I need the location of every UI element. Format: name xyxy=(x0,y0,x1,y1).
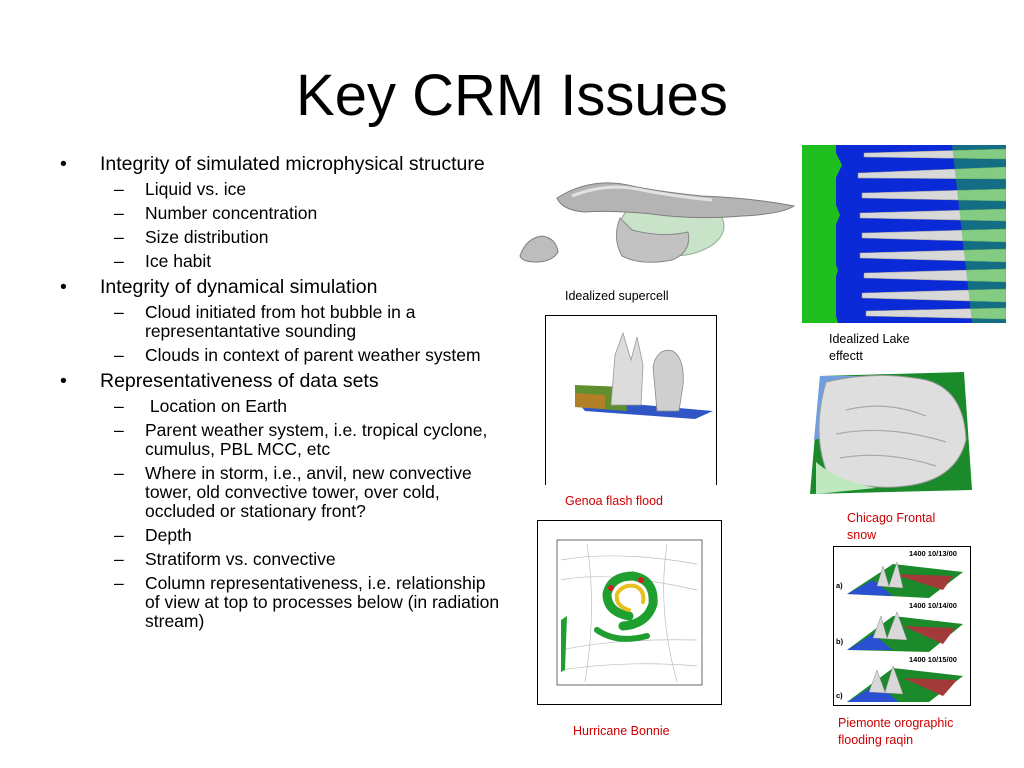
lake-effect-caption-line1: Idealized Lake xyxy=(829,332,910,346)
piemonte-caption-line2: flooding raqin xyxy=(838,733,914,747)
supercell-caption: Idealized supercell xyxy=(565,289,669,303)
piemonte-stamp-a: 1400 10/13/00 xyxy=(909,549,957,558)
sub-item: – Depth xyxy=(60,526,500,545)
sub-text: Liquid vs. ice xyxy=(145,179,247,199)
sub-item: – Parent weather system, i.e. tropical cy… xyxy=(60,421,500,459)
lake-effect-caption-line2: effectt xyxy=(829,349,863,363)
dash-mark: – xyxy=(114,345,124,365)
dash-mark: – xyxy=(114,302,124,322)
genoa-figure xyxy=(545,315,717,485)
sub-text: Ice habit xyxy=(145,251,212,271)
genoa-caption: Genoa flash flood xyxy=(565,494,663,508)
sub-text: Where in storm, i.e., anvil, new convect… xyxy=(145,463,472,521)
piemonte-panel-a xyxy=(847,561,963,598)
sub-text: Column representativeness, i.e. relation… xyxy=(145,573,500,631)
sub-item: – Number concentration xyxy=(60,204,500,223)
dash-mark: – xyxy=(114,396,124,416)
bullet-text: Representativeness of data sets xyxy=(100,370,379,392)
bullet-item: • Representativeness of data sets xyxy=(60,371,500,392)
dash-mark: – xyxy=(114,227,124,247)
sub-item: – Liquid vs. ice xyxy=(60,180,500,199)
sub-item: – Cloud initiated from hot bubble in a re… xyxy=(60,303,500,341)
sub-item: – Column representativeness, i.e. relatio… xyxy=(60,574,500,631)
sub-item: – Where in storm, i.e., anvil, new convec… xyxy=(60,464,500,521)
sub-text: Location on Earth xyxy=(145,396,288,416)
sub-text: Stratiform vs. convective xyxy=(145,549,336,569)
bullet-text: Integrity of dynamical simulation xyxy=(100,276,378,298)
chicago-caption-line1: Chicago Frontal xyxy=(847,511,936,525)
bullet-mark: • xyxy=(60,153,67,175)
piemonte-panel-c xyxy=(847,665,963,702)
sub-text: Parent weather system, i.e. tropical cyc… xyxy=(145,420,488,459)
bullet-item: • Integrity of simulated microphysical s… xyxy=(60,154,500,175)
piemonte-label-b: b) xyxy=(836,637,844,646)
bullet-item: • Integrity of dynamical simulation xyxy=(60,277,500,298)
bullet-text: Integrity of simulated microphysical str… xyxy=(100,153,485,175)
bullet-mark: • xyxy=(60,276,67,298)
sub-text: Clouds in context of parent weather syst… xyxy=(145,345,481,365)
sub-text: Cloud initiated from hot bubble in a rep… xyxy=(145,302,416,341)
piemonte-stamp-b: 1400 10/14/00 xyxy=(909,601,957,610)
slide-title: Key CRM Issues xyxy=(296,63,728,128)
piemonte-caption-line1: Piemonte orographic xyxy=(838,716,954,730)
dash-mark: – xyxy=(114,573,124,593)
piemonte-figure: 1400 10/13/00 1400 10/14/00 1400 10/15/0… xyxy=(833,546,971,706)
bullet-list: • Integrity of simulated microphysical s… xyxy=(60,148,500,631)
sub-text: Depth xyxy=(145,525,192,545)
sub-item: – Location on Earth xyxy=(60,397,500,416)
sub-item: – Stratiform vs. convective xyxy=(60,550,500,569)
hurricane-figure xyxy=(537,520,722,705)
chicago-caption-line2: snow xyxy=(847,528,877,542)
piemonte-label-c: c) xyxy=(836,691,843,700)
chicago-figure xyxy=(810,372,972,494)
sub-item: – Ice habit xyxy=(60,252,500,271)
sub-item: – Size distribution xyxy=(60,228,500,247)
dash-mark: – xyxy=(114,463,124,483)
piemonte-stamp-c: 1400 10/15/00 xyxy=(909,655,957,664)
sub-text: Number concentration xyxy=(145,203,318,223)
bullet-mark: • xyxy=(60,370,67,392)
hurricane-caption: Hurricane Bonnie xyxy=(573,724,670,738)
supercell-figure xyxy=(519,182,796,263)
dash-mark: – xyxy=(114,525,124,545)
dash-mark: – xyxy=(114,251,124,271)
lake-effect-figure xyxy=(802,145,1006,323)
dash-mark: – xyxy=(114,203,124,223)
piemonte-panel-b xyxy=(847,611,963,652)
piemonte-label-a: a) xyxy=(836,581,843,590)
dash-mark: – xyxy=(114,549,124,569)
dash-mark: – xyxy=(114,179,124,199)
sub-text: Size distribution xyxy=(145,227,269,247)
sub-item: – Clouds in context of parent weather sys… xyxy=(60,346,500,365)
dash-mark: – xyxy=(114,420,124,440)
